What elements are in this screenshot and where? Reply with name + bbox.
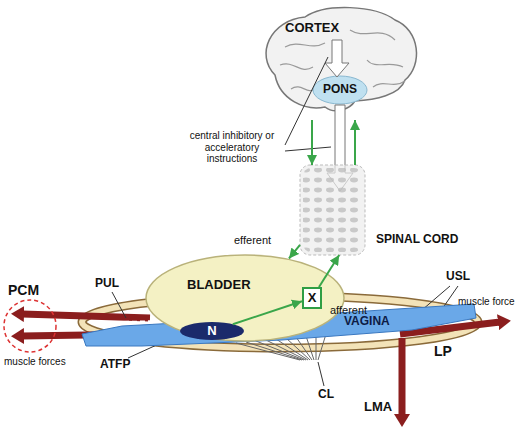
part-label: ATFP [100,358,130,372]
lma-arrow [399,338,406,416]
drawing-part [276,339,308,360]
nerve-pathway [311,120,313,165]
node-text: BLADDER [187,278,251,293]
bladder-shape: BLADDER X N [145,254,345,342]
drawing-part [146,255,344,341]
node-outline [300,165,365,255]
drawing-part [280,64,313,69]
node-text: X [308,291,317,306]
part-label: PCM [8,282,39,298]
node-text: N [207,324,216,339]
drawing-part [266,8,416,111]
drawing-part [286,338,310,360]
brain-shape: CORTEX PONS [255,5,420,120]
drawing-part [367,60,403,67]
drawing-part [373,81,405,87]
drawing-part [285,57,328,145]
drawing-part [112,292,126,318]
note-text: muscle force [458,296,515,308]
dashed-circle [4,300,56,352]
nerve-pathway [289,245,300,259]
node-text: PONS [323,83,357,97]
drawing-part [300,165,365,255]
stretch-receptor-box: X [302,287,322,309]
drawing-part [303,168,362,252]
drawing-part [318,334,326,360]
nerve-pathway [233,301,302,324]
drawing-part [256,341,304,360]
note-text: central inhibitory or acceleratory instr… [180,130,284,165]
part-label: USL [446,270,470,284]
node-text: SPINAL CORD [376,233,458,247]
part-label: LMA [364,400,392,415]
node-text: VAGINA [344,315,390,329]
drawing-part [325,40,349,77]
part-label: PUL [95,277,119,291]
node-text: CORTEX [285,21,339,36]
spinal-cord: SPINAL CORD [300,165,365,255]
part-label: CL [318,388,334,402]
drawing-part [285,147,331,151]
drawing-part [285,43,325,47]
drawing-part [303,288,321,308]
edge-label: efferent [234,234,271,247]
drawing-part [350,30,395,40]
drawing-part [318,362,324,386]
part-label: LP [434,343,452,359]
drawing-part [296,337,312,360]
nerve-pathway [319,255,339,287]
drawing-part [313,76,367,104]
edge-label: afferent [330,304,367,317]
pcm-arrow [22,314,150,318]
nerve-pathway [354,120,356,165]
drawing-part [316,335,317,360]
note-text: muscle forces [4,356,66,368]
drawing-part [306,336,314,360]
